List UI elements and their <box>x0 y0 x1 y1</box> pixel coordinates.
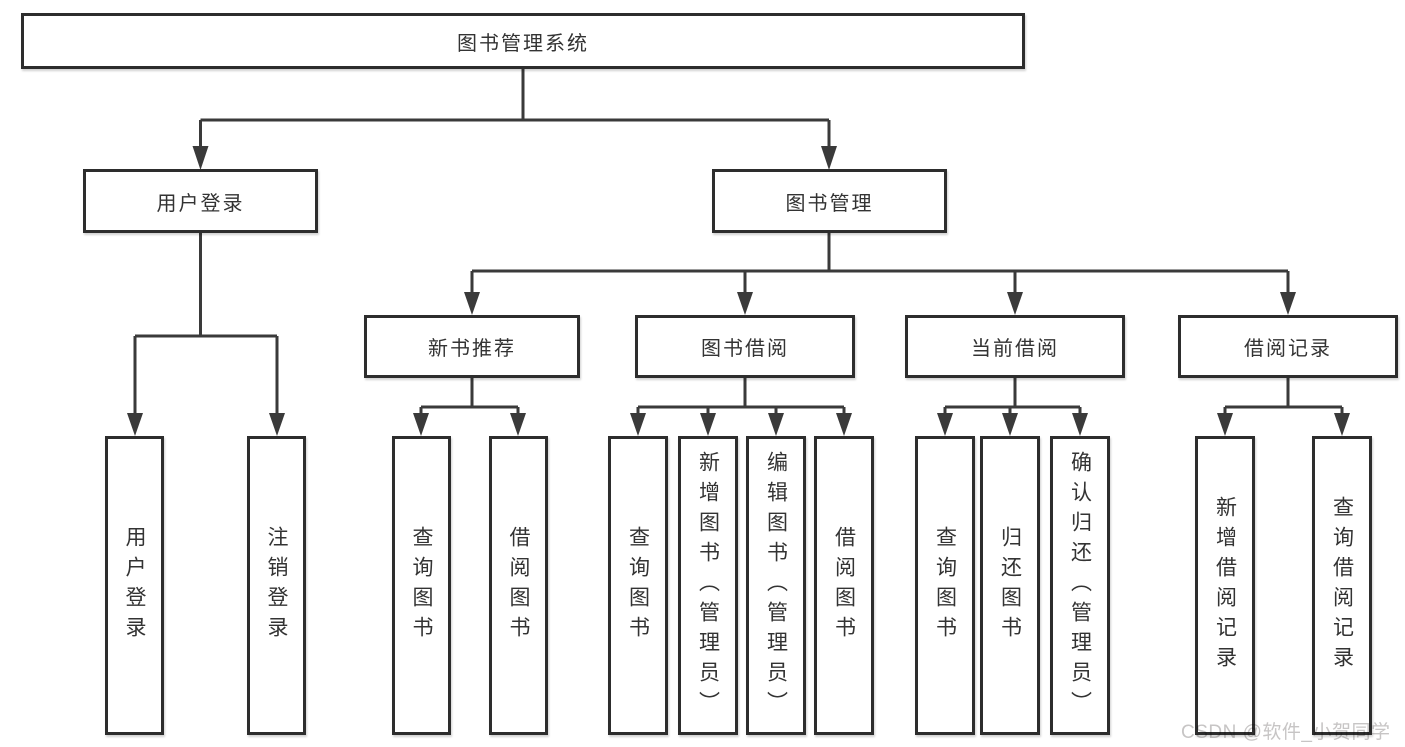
node-current-borrow-label: 当前借阅 <box>971 338 1059 360</box>
leaf-nb-borrow-book: 借阅图书 <box>489 436 548 735</box>
node-user-login-label: 用户登录 <box>156 192 245 215</box>
leaf-cb-return-book: 归还图书 <box>980 436 1040 735</box>
connector-root <box>199 69 831 150</box>
node-book-borrow-label: 图书借阅 <box>701 338 789 360</box>
leaf-br-query-record-label: 查询借阅记录 <box>1330 495 1354 676</box>
leaf-bb-add-book-label: 新增图书（管理员） <box>696 450 720 721</box>
node-book-mgmt: 图书管理 <box>712 169 947 233</box>
leaf-logout: 注销登录 <box>247 436 306 735</box>
leaf-nb-query-book-label: 查询图书 <box>410 525 434 646</box>
node-current-borrow: 当前借阅 <box>905 315 1125 378</box>
leaf-bb-borrow-book-label: 借阅图书 <box>832 525 856 646</box>
leaf-cb-query-book: 查询图书 <box>915 436 975 735</box>
connector-book-borrow <box>636 378 846 419</box>
leaf-bb-query-book-label: 查询图书 <box>626 525 650 646</box>
leaf-bb-query-book: 查询图书 <box>608 436 668 735</box>
leaf-bb-add-book: 新增图书（管理员） <box>678 436 738 735</box>
leaf-cb-query-book-label: 查询图书 <box>933 525 957 646</box>
leaf-bb-edit-book-label: 编辑图书（管理员） <box>764 450 788 721</box>
leaf-nb-query-book: 查询图书 <box>392 436 451 735</box>
node-borrow-records-label: 借阅记录 <box>1244 338 1332 360</box>
leaf-bb-borrow-book: 借阅图书 <box>814 436 874 735</box>
connector-borrow-records <box>1223 378 1344 419</box>
leaf-user-login: 用户登录 <box>105 436 164 735</box>
node-new-book-recommend-label: 新书推荐 <box>428 338 516 360</box>
node-book-borrow: 图书借阅 <box>635 315 855 378</box>
node-user-login: 用户登录 <box>83 169 318 233</box>
leaf-cb-confirm-return: 确认归还（管理员） <box>1050 436 1110 735</box>
connector-user-login <box>133 233 279 418</box>
leaf-br-add-record: 新增借阅记录 <box>1195 436 1255 735</box>
leaf-br-add-record-label: 新增借阅记录 <box>1213 495 1237 676</box>
node-new-book-recommend: 新书推荐 <box>364 315 580 378</box>
node-root-label: 图书管理系统 <box>457 32 589 55</box>
leaf-br-query-record: 查询借阅记录 <box>1312 436 1372 735</box>
leaf-user-login-label: 用户登录 <box>123 525 147 646</box>
connector-current-borrow <box>943 378 1082 419</box>
connector-book-mgmt <box>470 232 1290 296</box>
leaf-cb-confirm-return-label: 确认归还（管理员） <box>1068 450 1092 721</box>
node-borrow-records: 借阅记录 <box>1178 315 1398 378</box>
leaf-cb-return-book-label: 归还图书 <box>998 525 1022 646</box>
node-book-mgmt-label: 图书管理 <box>785 192 874 215</box>
connector-new-book <box>419 378 520 419</box>
node-root: 图书管理系统 <box>21 13 1025 69</box>
leaf-logout-label: 注销登录 <box>265 525 289 646</box>
leaf-nb-borrow-book-label: 借阅图书 <box>507 525 531 646</box>
watermark: CSDN @软件_小贺同学 <box>1181 722 1391 743</box>
leaf-bb-edit-book: 编辑图书（管理员） <box>746 436 806 735</box>
